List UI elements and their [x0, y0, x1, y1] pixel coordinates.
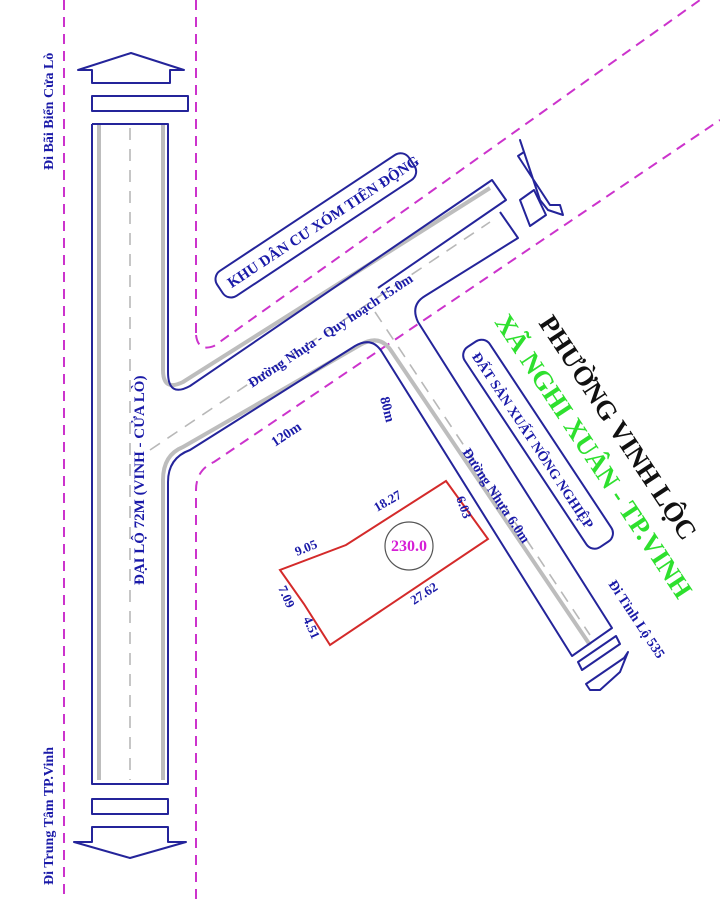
distance-80m-label: 80m	[376, 395, 397, 424]
median-north	[91, 95, 189, 112]
lot-edge-bottom: 27.62	[407, 579, 440, 608]
lot-edge-right: 6.03	[453, 494, 475, 521]
boundary-lines	[63, 0, 720, 899]
residential-area-label: KHU DÂN CƯ XÓM TIÊN ĐỘNG	[224, 152, 422, 291]
planned-road	[149, 139, 629, 691]
commune-title: XÃ NGHI XUÂN - TP.VINH	[489, 309, 698, 604]
main-avenue	[73, 52, 613, 859]
median-south	[91, 798, 169, 815]
direction-north-label: Đi Bãi Biển Cửa Lò	[42, 53, 57, 170]
main-avenue-label: ĐẠI LỘ 72M (VINH - CỬA LÒ)	[131, 376, 148, 585]
lot-edge-top-left: 9.05	[293, 536, 320, 559]
side-road-label: Đường Nhựa 6.0m	[459, 446, 533, 547]
lot-area: 230.0	[391, 538, 427, 555]
lot-edge-left: 7.09	[275, 583, 298, 610]
lot-edge-bottom-left: 4.51	[300, 614, 323, 641]
distance-120m-label: 120m	[269, 420, 305, 451]
area-circle	[384, 521, 434, 571]
direction-south-label: Đi Trung Tâm TP.Vinh	[42, 747, 57, 885]
land-lot: 230.0 18.27 6.03 27.62 4.51 7.09 9.05	[275, 479, 490, 647]
